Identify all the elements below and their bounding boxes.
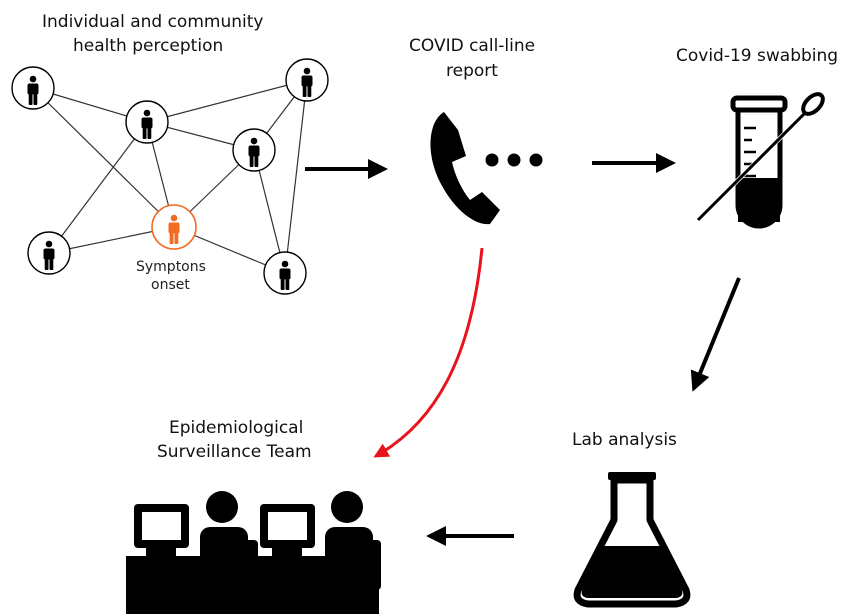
person-node-1 <box>11 66 55 110</box>
team-label-line1: Epidemiological <box>169 418 304 438</box>
test-tube-swab-icon <box>696 92 825 229</box>
person-node-5 <box>27 231 71 275</box>
arrow-swab-to-lab <box>690 277 741 392</box>
person-node-symptomatic <box>151 204 197 250</box>
team-label-line2: Surveillance Team <box>157 442 312 462</box>
computer-operator-icon <box>252 491 381 614</box>
person-node-2 <box>125 100 169 144</box>
person-node-6 <box>263 251 307 295</box>
perception-label-line1: Individual and community <box>42 12 264 32</box>
lab-flask-icon <box>573 472 691 608</box>
person-node-4 <box>232 128 276 172</box>
person-node-3 <box>285 58 329 102</box>
callline-label-line2: report <box>446 61 498 81</box>
phone-icon <box>430 112 543 225</box>
perception-label-line2: health perception <box>73 36 224 56</box>
arrow-call-to-team-direct <box>373 247 484 458</box>
callline-label-line1: COVID call-line <box>409 36 536 56</box>
symptoms-label-line2: onset <box>151 277 190 293</box>
symptoms-label-line1: Symptons <box>136 259 206 275</box>
lab-analysis-label: Lab analysis <box>572 430 677 450</box>
computer-operator-icon <box>126 491 258 614</box>
swabbing-label: Covid-19 swabbing <box>676 46 839 66</box>
